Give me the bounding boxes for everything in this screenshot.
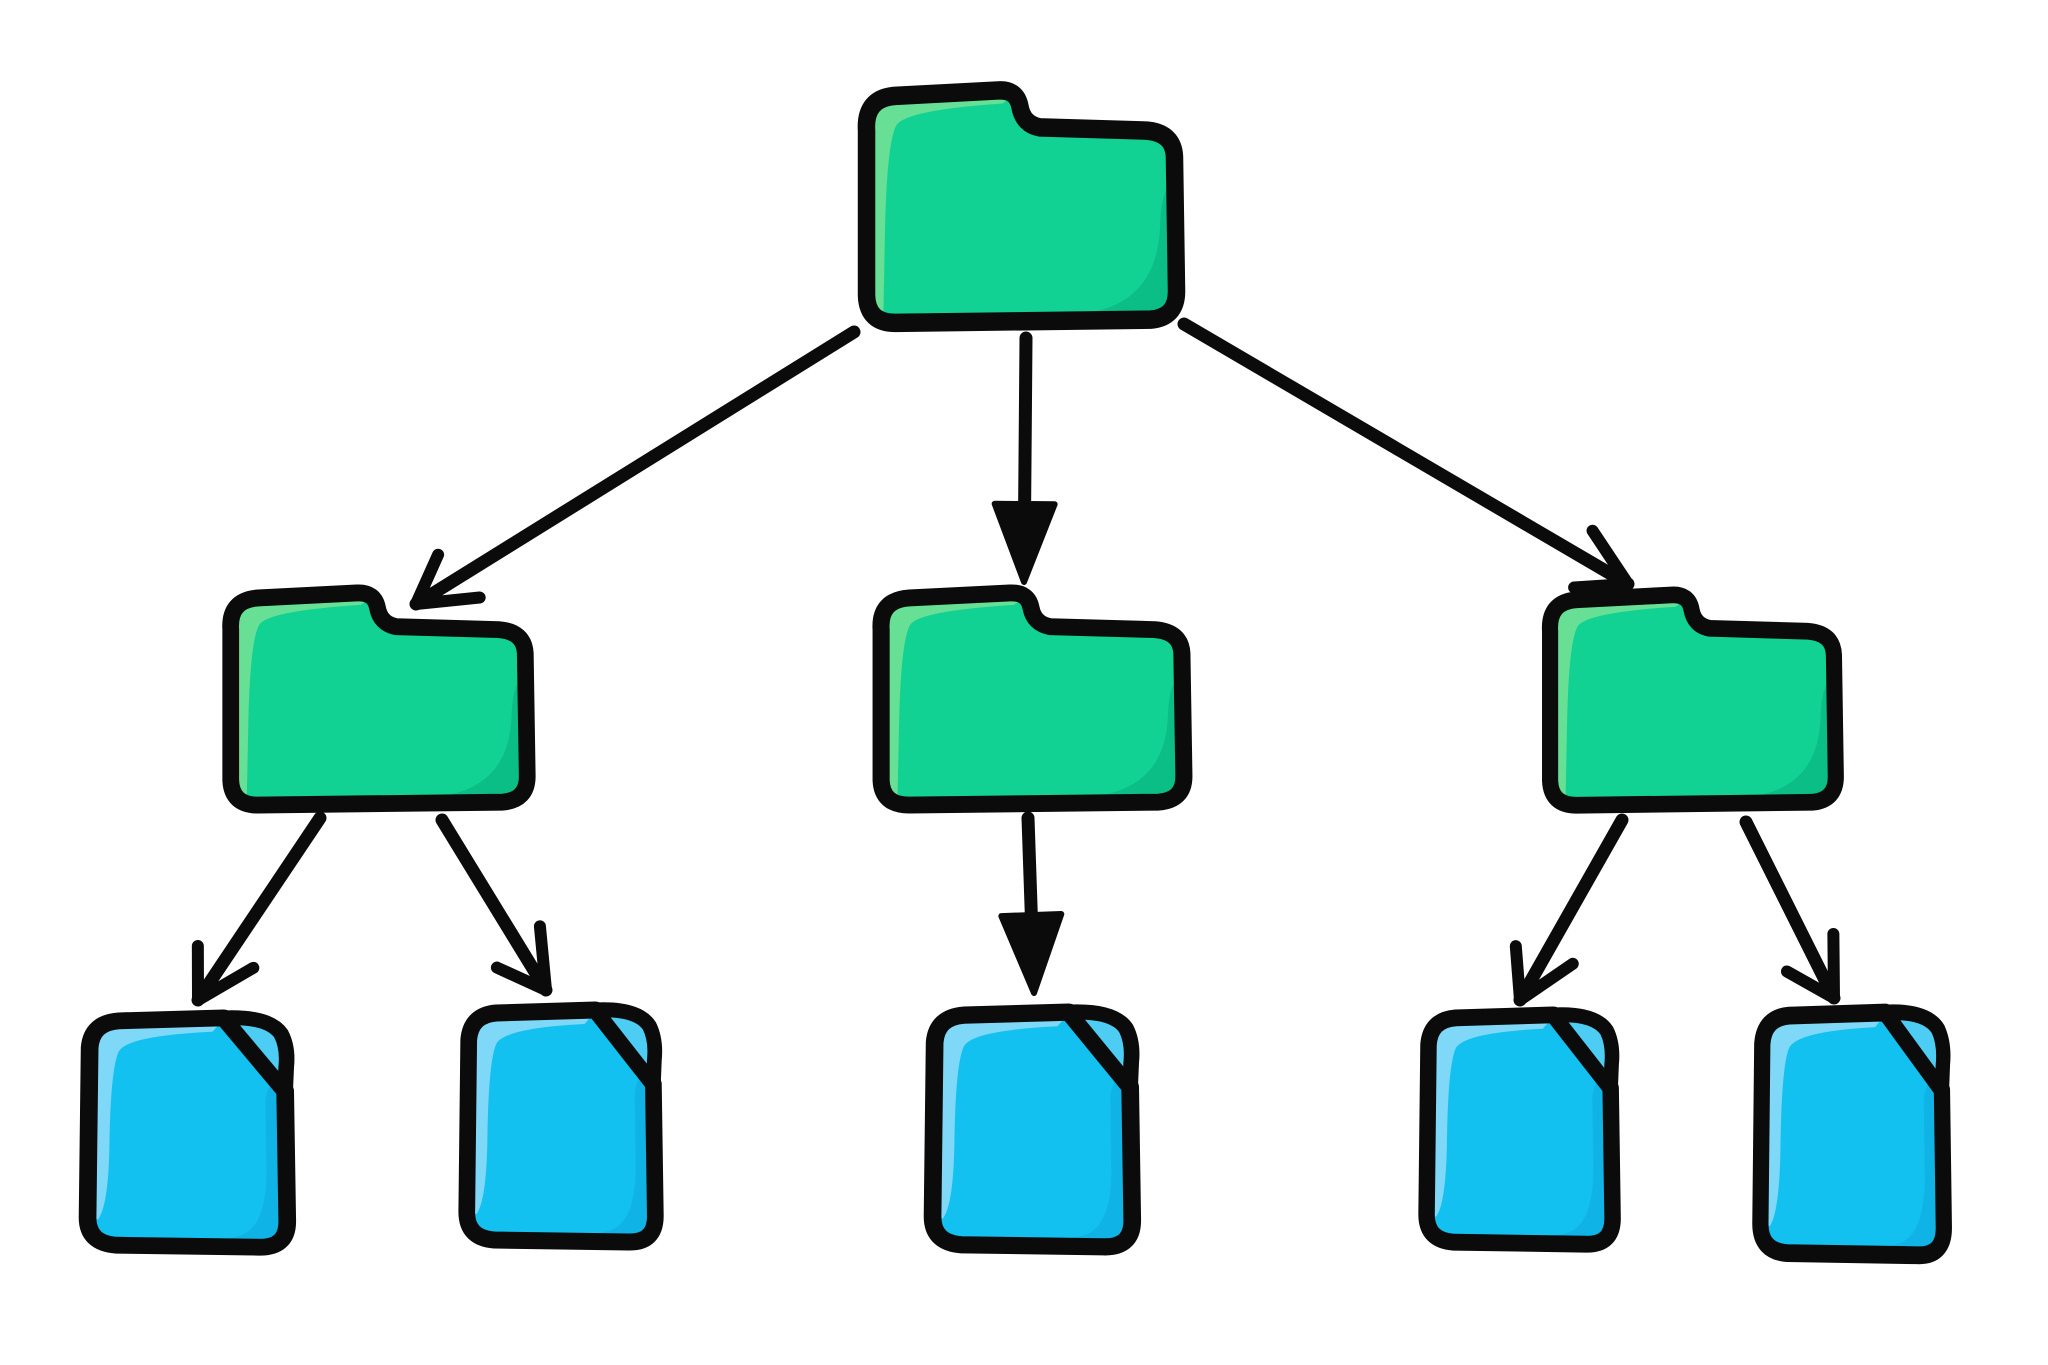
arrowhead-icon (1780, 965, 1840, 1004)
edge-f1-d1 (191, 811, 327, 1007)
edge-f3-d4 (1509, 813, 1629, 1007)
file-node-d5 (1747, 1002, 1967, 1276)
edge-root-f3 (1177, 317, 1635, 594)
file-icon (1413, 1005, 1636, 1264)
file-node-d3 (918, 1002, 1157, 1267)
arrowhead-icon (410, 591, 486, 610)
arrowhead-icon (998, 911, 1065, 996)
folder-icon (863, 588, 1205, 826)
edge-f3-d5 (1739, 815, 1841, 1005)
file-icon (1747, 1002, 1967, 1276)
arrowhead-icon (1514, 957, 1579, 1006)
folder-icon (213, 588, 548, 826)
arrow-shaft (191, 811, 327, 1007)
folder-icon (1533, 590, 1856, 826)
arrow-shaft (1513, 813, 1629, 1007)
arrowhead-icon (1568, 578, 1634, 594)
file-icon (453, 1000, 679, 1262)
arrowhead-icon (1509, 940, 1526, 1006)
arrowhead-icon (991, 500, 1058, 585)
arrowhead-icon (1827, 928, 1840, 1004)
file-icon (73, 1008, 312, 1267)
folder-icon (848, 85, 1198, 346)
arrow-shaft (1018, 331, 1033, 525)
edges-layer (191, 317, 1841, 1007)
arrowhead-icon (533, 920, 552, 996)
nodes-layer (73, 85, 1967, 1276)
arrowhead-icon (410, 548, 445, 610)
edge-f2-d3 (998, 811, 1065, 996)
arrow-shaft (1177, 317, 1635, 591)
file-node-d2 (453, 1000, 679, 1262)
edge-root-f2 (991, 331, 1058, 585)
edge-root-f1 (409, 325, 861, 611)
folder-node-f1 (213, 588, 548, 826)
arrowhead-icon (192, 961, 260, 1006)
file-node-d4 (1413, 1005, 1636, 1264)
folder-node-f3 (1533, 590, 1856, 826)
edge-f1-d2 (435, 813, 553, 997)
arrowhead-icon (490, 961, 552, 996)
file-node-d1 (73, 1008, 312, 1267)
folder-node-f2 (863, 588, 1205, 826)
file-icon (918, 1002, 1157, 1267)
arrow-shaft (1739, 815, 1841, 1005)
folder-node-root (848, 85, 1198, 346)
arrow-shaft (435, 813, 553, 997)
arrowhead-icon (1586, 524, 1634, 590)
arrow-shaft (409, 325, 861, 611)
arrow-shaft (1021, 811, 1039, 936)
